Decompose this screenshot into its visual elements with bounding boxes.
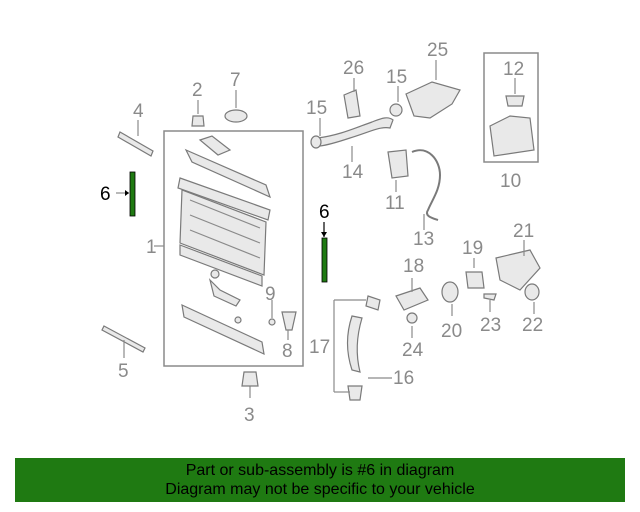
callout-22: 22: [522, 315, 543, 336]
callout-7: 7: [230, 70, 241, 91]
reservoir-frame: [483, 52, 539, 163]
callout-17: 17: [309, 337, 330, 358]
callout-8: 8: [282, 341, 293, 362]
callout-21: 21: [513, 221, 534, 242]
callout-14: 14: [342, 162, 364, 183]
upper-hose-drawing: [310, 60, 461, 162]
callout-5: 5: [118, 361, 129, 382]
banner-line-2: Diagram may not be specific to your vehi…: [165, 481, 475, 498]
callout-9: 9: [265, 284, 276, 305]
callout-1: 1: [146, 237, 157, 258]
parts-diagram: 1 2 3 4 5 6 6 7 8 9 10 11 12 13 14 15 15…: [100, 40, 543, 426]
callout-6-right: 6: [319, 202, 330, 223]
radiator-drawing: [177, 135, 272, 356]
part-6-right-highlight: [321, 237, 328, 283]
callout-2: 2: [192, 80, 203, 101]
callout-23: 23: [480, 315, 501, 336]
callout-19: 19: [462, 238, 483, 259]
callout-16: 16: [393, 368, 414, 389]
callout-15-right: 15: [386, 67, 407, 88]
callout-11: 11: [385, 193, 405, 214]
callout-18: 18: [403, 256, 424, 277]
callout-24: 24: [402, 340, 424, 361]
seal-strips: [101, 120, 154, 358]
callout-20: 20: [441, 321, 462, 342]
lower-hose-drawing: [154, 240, 541, 401]
callout-26: 26: [343, 58, 364, 79]
callout-6-left: 6: [100, 184, 111, 205]
banner-line-1: Part or sub-assembly is #6 in diagram: [185, 462, 455, 479]
callout-13: 13: [413, 229, 434, 250]
radiator-assembly-frame: [163, 130, 304, 367]
notice-banner: Part or sub-assembly is #6 in diagram Di…: [15, 458, 625, 502]
callout-15-left: 15: [306, 98, 327, 119]
callout-10: 10: [500, 171, 521, 192]
cap-parts: [191, 90, 248, 127]
callout-12: 12: [503, 59, 524, 80]
callout-4: 4: [133, 101, 144, 122]
reservoir-drawing: [489, 78, 535, 157]
part-6-left-highlight: [129, 171, 136, 217]
callout-25: 25: [427, 40, 448, 61]
bracket-and-cable-drawing: [387, 149, 442, 230]
callout-3: 3: [244, 405, 255, 426]
